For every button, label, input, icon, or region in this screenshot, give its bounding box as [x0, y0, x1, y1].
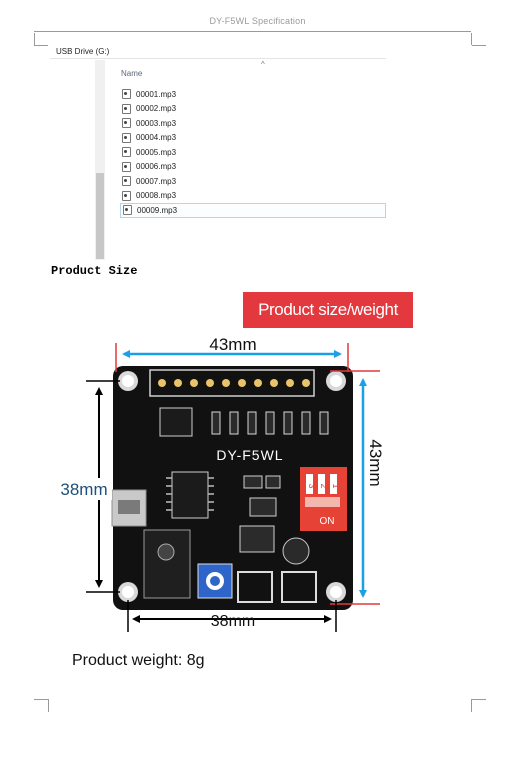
svg-text:3: 3: [307, 483, 317, 488]
audio-file-icon: [122, 89, 131, 100]
audio-file-icon: [122, 103, 131, 114]
resistor-array: [211, 411, 329, 435]
dimension-label-top: 43mm: [209, 335, 256, 354]
dimension-label-right: 43mm: [366, 439, 385, 486]
reference-lines-black: [86, 380, 337, 632]
scrollbar-thumb[interactable]: [96, 173, 104, 259]
svg-text:1: 1: [331, 483, 341, 488]
svg-text:2: 2: [319, 483, 329, 488]
audio-file-icon: [122, 161, 131, 172]
dip-switch: 3 2 1 ON: [300, 467, 347, 531]
eeprom-chip: [159, 407, 193, 437]
smd-components: [239, 475, 281, 553]
explorer-location: USB Drive (G:): [56, 47, 110, 56]
section-title: Product Size: [51, 264, 138, 278]
crop-tick-top-left: [34, 45, 48, 46]
board-label: DY-F5WL: [216, 447, 283, 463]
audio-file-icon: [122, 190, 131, 201]
main-decoder-chip: [171, 471, 209, 519]
file-row[interactable]: 00002.mp3: [120, 102, 386, 117]
reference-lines-red: [115, 343, 380, 605]
crop-mark-bottom-left: [34, 699, 49, 712]
file-row[interactable]: 00001.mp3: [120, 87, 386, 102]
file-explorer-screenshot: USB Drive (G:) ^ Name 00001.mp3 00002.mp…: [50, 43, 386, 262]
file-row[interactable]: 00007.mp3: [120, 174, 386, 189]
audio-file-icon: [122, 132, 131, 143]
audio-file-icon: [122, 118, 131, 129]
product-size-weight-banner: Product size/weight: [243, 292, 413, 328]
dimension-label-bottom: 38mm: [211, 613, 255, 630]
page-header: DY-F5WL Specification: [209, 16, 306, 26]
audio-file-icon: [122, 176, 131, 187]
crop-tick-top-right: [472, 45, 486, 46]
file-list: 00001.mp3 00002.mp3 00003.mp3 00004.mp3 …: [120, 87, 386, 218]
mounting-holes: [118, 371, 346, 602]
audio-file-icon: [123, 205, 132, 216]
file-row-selected[interactable]: 00009.mp3: [120, 203, 386, 218]
volume-potentiometer: [197, 563, 233, 599]
file-row[interactable]: 00004.mp3: [120, 131, 386, 146]
crop-mark-top-right: [471, 33, 473, 45]
explorer-separator: [50, 58, 386, 59]
sort-ascending-icon[interactable]: ^: [261, 60, 265, 69]
column-header-name[interactable]: Name: [121, 69, 143, 78]
scrollbar-track[interactable]: [95, 60, 105, 260]
file-row[interactable]: 00005.mp3: [120, 145, 386, 160]
dimension-label-left: 38mm: [60, 480, 107, 499]
file-row[interactable]: 00003.mp3: [120, 116, 386, 131]
audio-jack: [143, 529, 191, 599]
crop-mark-top-left: [20, 33, 35, 45]
dip-on-label: ON: [320, 516, 335, 527]
power-connector: [281, 571, 317, 603]
capacitor: [282, 537, 310, 565]
file-row[interactable]: 00008.mp3: [120, 189, 386, 204]
file-row[interactable]: 00006.mp3: [120, 160, 386, 175]
product-weight: Product weight: 8g: [72, 652, 205, 669]
speaker-connector: [237, 571, 273, 603]
crop-mark-bottom-right: [471, 699, 486, 712]
header-rule: [34, 31, 471, 32]
audio-file-icon: [122, 147, 131, 158]
header-pins: [149, 369, 315, 397]
